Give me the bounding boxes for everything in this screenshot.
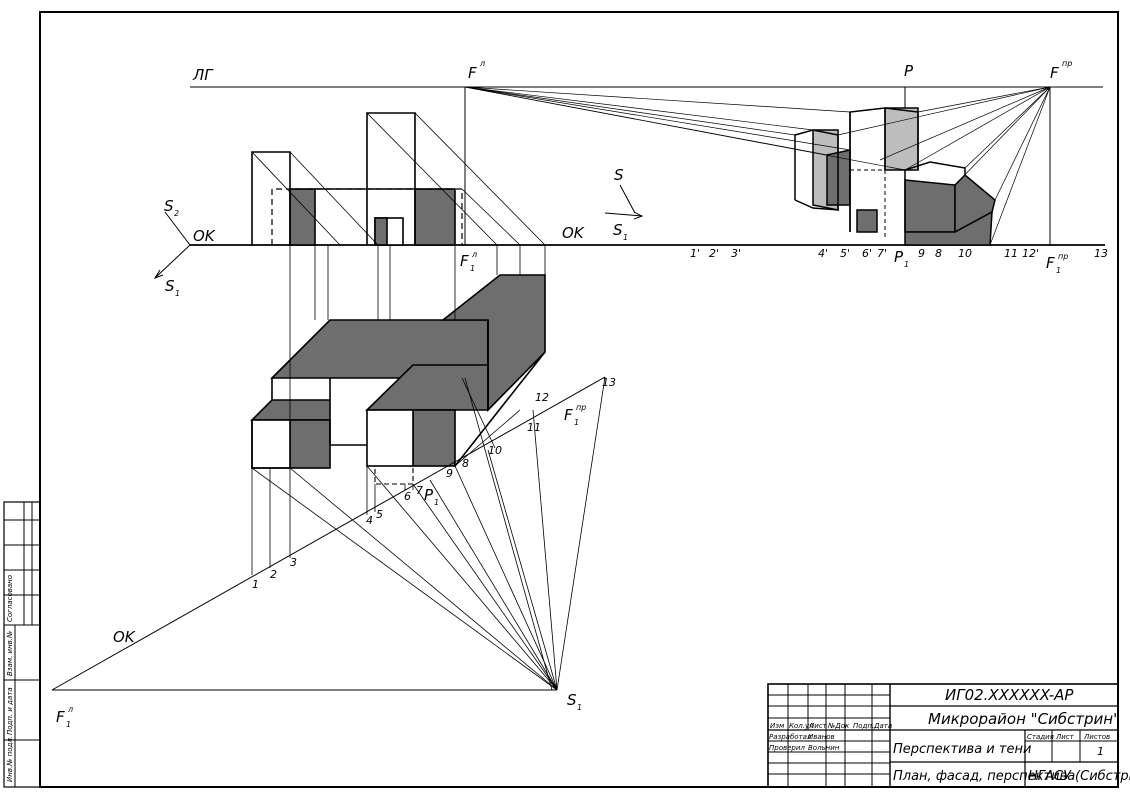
side-stamp-agreed: Согласовано <box>6 575 14 622</box>
plan-label-9: 9 <box>446 467 453 480</box>
pp-label-1: 1' <box>690 247 700 260</box>
f1pr-plan-label: F <box>564 406 573 424</box>
pp-label-8: 8 <box>935 247 942 260</box>
s-label-right: S <box>614 166 624 184</box>
f1l-plan-label: F <box>56 708 65 726</box>
ok-label-right: OK <box>562 224 585 242</box>
pp-label-7: 7' <box>877 247 887 260</box>
f1pr-sub: 1 <box>1056 266 1061 275</box>
f1pr-label: F <box>1046 254 1055 272</box>
fl-sup: л <box>479 59 485 68</box>
tb-col-ndoc: №Док <box>827 722 850 730</box>
f1l-plan-sub: 1 <box>66 720 71 729</box>
tb-name-check: Вольнин <box>808 744 840 752</box>
tb-col-koluch: Кол.уч <box>789 722 813 730</box>
s2-label: S <box>164 197 174 215</box>
plan-label-1: 1 <box>252 578 259 591</box>
fpr-sup: пр <box>1062 59 1072 68</box>
tb-role-check: Проверил <box>769 744 805 752</box>
plan-label-13: 13 <box>602 376 616 389</box>
plan-label-8: 8 <box>462 457 469 470</box>
tb-role-dev: Разработал <box>769 733 812 741</box>
f1l-sup: л <box>471 250 477 259</box>
p-label: P <box>904 62 914 80</box>
lg-label: ЛГ <box>192 66 214 84</box>
s1-sub-plan: 1 <box>577 703 582 712</box>
perspective-rays <box>464 86 1051 246</box>
sheet-frame <box>39 11 1119 788</box>
pp-label-4: 4' <box>818 247 828 260</box>
f1pr-plan-sub: 1 <box>574 418 579 427</box>
fl-label: F <box>468 64 477 82</box>
facade <box>251 112 463 246</box>
plan-point-labels: 1 2 3 4 5 6 7 8 9 10 11 12 13 <box>252 376 616 591</box>
s1-label-right: S <box>613 221 623 239</box>
plan <box>250 274 546 485</box>
title-sheet: Перспектива и тени <box>893 742 1031 757</box>
plan-label-7: 7 <box>416 484 423 497</box>
s2-sub: 2 <box>174 209 179 218</box>
f1pr-sup: пр <box>1058 252 1068 261</box>
p1-plan-sub: 1 <box>434 498 439 507</box>
plan-label-10: 10 <box>488 444 502 457</box>
pp-label-6: 6' <box>862 247 872 260</box>
plan-rays <box>251 376 606 691</box>
title-code: ИГ02.XXXXXX-АР <box>945 686 1074 704</box>
title-sheet-header: Лист <box>1055 733 1075 741</box>
pp-label-5: 5' <box>840 247 850 260</box>
tb-col-data: Дата <box>873 722 892 730</box>
plan-label-12: 12 <box>535 391 549 404</box>
title-content: План, фасад, перспектива <box>893 769 1075 784</box>
plan-label-6: 6 <box>404 490 411 503</box>
f1l-label: F <box>460 252 469 270</box>
plan-construction <box>251 245 553 691</box>
p1-plan-label: P <box>424 486 434 504</box>
title-project: Микрорайон "Сибстрин" <box>928 710 1120 728</box>
pp-label-3: 3' <box>731 247 741 260</box>
plan-label-5: 5 <box>376 508 383 521</box>
plan-picture-plane <box>51 376 606 691</box>
s1-label-plan: S <box>567 691 577 709</box>
pp-label-10: 10 <box>958 247 972 260</box>
plan-label-3: 3 <box>290 556 297 569</box>
title-org: НГАСУ (Сибстрин) <box>1028 769 1130 784</box>
pp-label-9: 9 <box>918 247 925 260</box>
side-stamp-inv: Инв.№ подл. <box>6 736 14 782</box>
tb-col-list: Лист <box>808 722 828 730</box>
ok-label-left: OK <box>193 227 216 245</box>
pp-label-2: 2' <box>709 247 719 260</box>
tb-name-dev: Иванов <box>808 733 835 741</box>
side-stamp-date: Подп. и дата <box>6 687 14 735</box>
plan-label-4: 4 <box>366 514 373 527</box>
plan-label-2: 2 <box>270 568 277 581</box>
pp-label-13: 13 <box>1094 247 1108 260</box>
tb-col-izm: Изм <box>770 722 785 730</box>
title-block <box>767 683 1119 788</box>
ok-label-plan: OK <box>113 628 136 646</box>
title-sheets-value: 1 <box>1097 745 1104 758</box>
fpr-label: F <box>1050 64 1059 82</box>
p1-sub: 1 <box>904 260 909 269</box>
plan-label-11: 11 <box>527 421 541 434</box>
s1-label-left: S <box>165 277 175 295</box>
facade-rays <box>251 112 546 246</box>
pp-label-11: 11 <box>1004 247 1018 260</box>
s1-sub-right: 1 <box>623 233 628 242</box>
p1-label: P <box>894 248 904 266</box>
pp-label-12: 12' <box>1022 247 1039 260</box>
f1pr-plan-sup: пр <box>576 403 586 412</box>
s1-sub-left: 1 <box>175 289 180 298</box>
side-stamp <box>3 501 41 788</box>
side-stamp-replace: Взам. инв.№ <box>6 631 14 676</box>
title-stage-header: Стадия <box>1027 733 1054 741</box>
title-sheets-header: Листов <box>1083 733 1110 741</box>
f1l-sub: 1 <box>470 264 475 273</box>
shadow-arrows <box>153 184 644 279</box>
f1l-plan-sup: л <box>67 705 73 714</box>
tb-col-podp: Подп. <box>853 722 874 730</box>
picture-point-labels: 1' 2' 3' 4' 5' 6' 7' 8 9 10 11 12' 13 <box>690 247 1108 260</box>
